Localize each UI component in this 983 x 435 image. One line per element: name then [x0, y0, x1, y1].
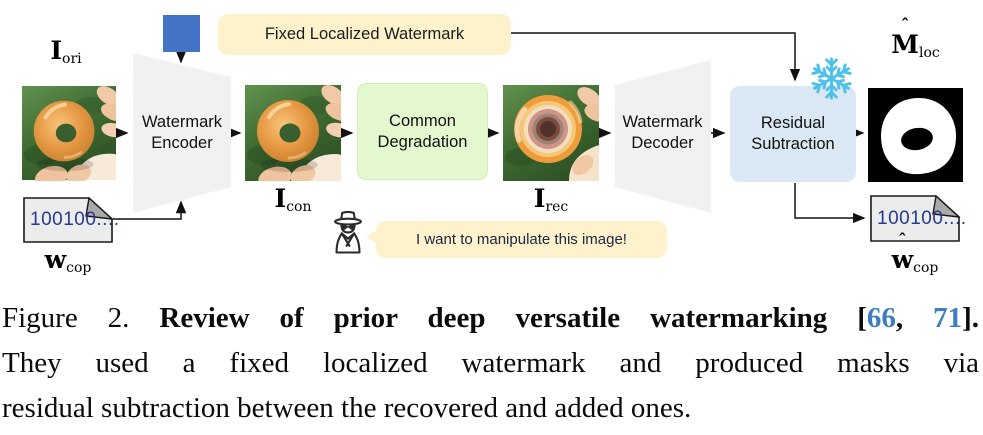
watermark-decoder-shape — [615, 60, 711, 213]
figure-caption: Figure 2. Review of prior deep versatile… — [0, 292, 983, 431]
doc-in-overlay: 100100.... — [23, 197, 119, 243]
container-donut-image — [245, 85, 341, 181]
watermark-decoder: Watermark Decoder — [622, 113, 703, 152]
flow-arrows — [113, 32, 866, 224]
recovered-donut-image — [503, 85, 599, 181]
speech-bubble: I want to manipulate this image! — [366, 221, 667, 258]
watermark-block-icon — [163, 15, 200, 52]
original-donut-image — [22, 86, 116, 181]
speech-bubble-text: I want to manipulate this image! — [416, 231, 627, 248]
citation-71[interactable]: 71 — [933, 302, 963, 334]
watermark-bits-doc-out — [870, 195, 960, 242]
common-degradation-box: Common Degradation — [357, 83, 488, 180]
caption-line-3: residual subtraction between the recover… — [2, 392, 692, 424]
caption-line-2: They used a fixed localized watermark an… — [2, 347, 979, 379]
spy-icon — [334, 210, 362, 254]
snowflake-icon — [810, 57, 853, 100]
watermark-encoder-shape — [133, 53, 231, 213]
caption-bold-title: Review of prior deep versatile watermark… — [159, 302, 867, 334]
caption-figure-label: Figure 2. — [2, 302, 160, 334]
watermark-encoder: Watermark Encoder — [141, 113, 223, 152]
citation-66[interactable]: 66 — [866, 302, 896, 334]
doc-in-bits: 100100.... — [30, 209, 120, 230]
doc-out-overlay: 100100.... — [870, 195, 966, 242]
residual-subtraction-box: Residual Subtraction — [730, 86, 856, 182]
watermark-bits-doc-in — [23, 197, 113, 243]
caption-line-1: Figure 2. Review of prior deep versatile… — [2, 302, 980, 334]
fixed-watermark-note: Fixed Localized Watermark — [218, 14, 511, 55]
predicted-mask-image — [868, 88, 963, 182]
doc-out-bits: 100100.... — [877, 207, 967, 229]
fixed-watermark-note-label: Fixed Localized Watermark — [264, 25, 465, 43]
